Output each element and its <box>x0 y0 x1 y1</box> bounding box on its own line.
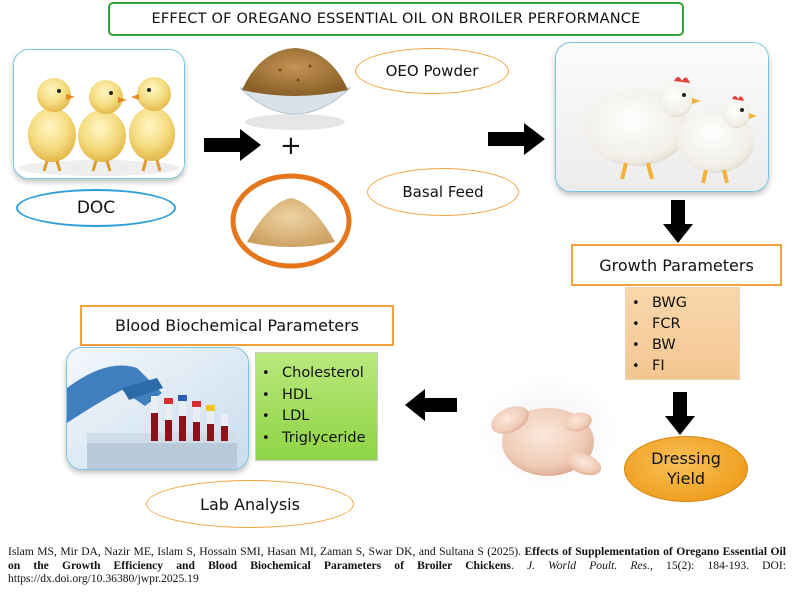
basal-feed-label: Basal Feed <box>367 168 519 216</box>
doc-label: DOC <box>16 189 176 227</box>
dressing-yield-label: Dressing Yield <box>624 436 748 502</box>
basal-feed-image <box>229 172 353 270</box>
right-arrow-icon <box>488 123 545 155</box>
list-item: Cholesterol <box>256 363 377 385</box>
chicks-image <box>13 49 185 179</box>
blood-parameters-list: Cholesterol HDL LDL Triglyceride <box>255 352 378 461</box>
list-item: BW <box>626 335 739 356</box>
lab-analysis-label-text: Lab Analysis <box>200 494 300 514</box>
raw-chicken-image <box>478 372 620 492</box>
growth-parameters-label-text: Growth Parameters <box>599 255 754 275</box>
lab-analysis-label: Lab Analysis <box>146 480 354 528</box>
doc-label-text: DOC <box>76 198 116 218</box>
list-item: BWG <box>626 293 739 314</box>
right-arrow-icon <box>204 129 261 161</box>
down-arrow-icon <box>665 392 695 435</box>
list-item: Triglyceride <box>256 428 377 450</box>
citation-title: Effects of Supplementation of Oregano Es… <box>8 545 786 572</box>
list-item: FCR <box>626 314 739 335</box>
broiler-chickens-image <box>555 42 769 192</box>
dressing-yield-line1: Dressing <box>651 449 721 468</box>
diagram-title-text: EFFECT OF OREGANO ESSENTIAL OIL ON BROIL… <box>151 11 641 27</box>
down-arrow-icon <box>663 200 693 243</box>
dressing-yield-line2: Yield <box>666 469 706 488</box>
oeo-powder-label-text: OEO Powder <box>385 62 479 80</box>
basal-feed-label-text: Basal Feed <box>402 183 484 201</box>
blood-biochemical-parameters-label-text: Blood Biochemical Parameters <box>115 316 359 335</box>
oeo-powder-label: OEO Powder <box>355 48 509 94</box>
oregano-powder-image <box>230 40 360 132</box>
citation-details: 15(2): 184-193. DOI: https://dx.doi.org/… <box>8 558 786 586</box>
citation-journal: J. World Poult. Res., <box>526 558 653 572</box>
plus-sign: + <box>280 133 302 159</box>
plus-sign-text: + <box>280 131 302 161</box>
growth-parameters-list: BWG FCR BW FI <box>625 287 740 380</box>
citation-authors: Islam MS, Mir DA, Nazir ME, Islam S, Hos… <box>8 545 522 558</box>
citation: Islam MS, Mir DA, Nazir ME, Islam S, Hos… <box>8 545 786 586</box>
list-item: HDL <box>256 385 377 407</box>
growth-parameters-label: Growth Parameters <box>571 244 782 286</box>
left-arrow-icon <box>405 389 457 421</box>
list-item: FI <box>626 356 739 377</box>
blood-biochemical-parameters-label: Blood Biochemical Parameters <box>80 305 394 346</box>
diagram-title: EFFECT OF OREGANO ESSENTIAL OIL ON BROIL… <box>108 2 684 36</box>
list-item: LDL <box>256 406 377 428</box>
lab-tubes-image <box>66 347 249 470</box>
